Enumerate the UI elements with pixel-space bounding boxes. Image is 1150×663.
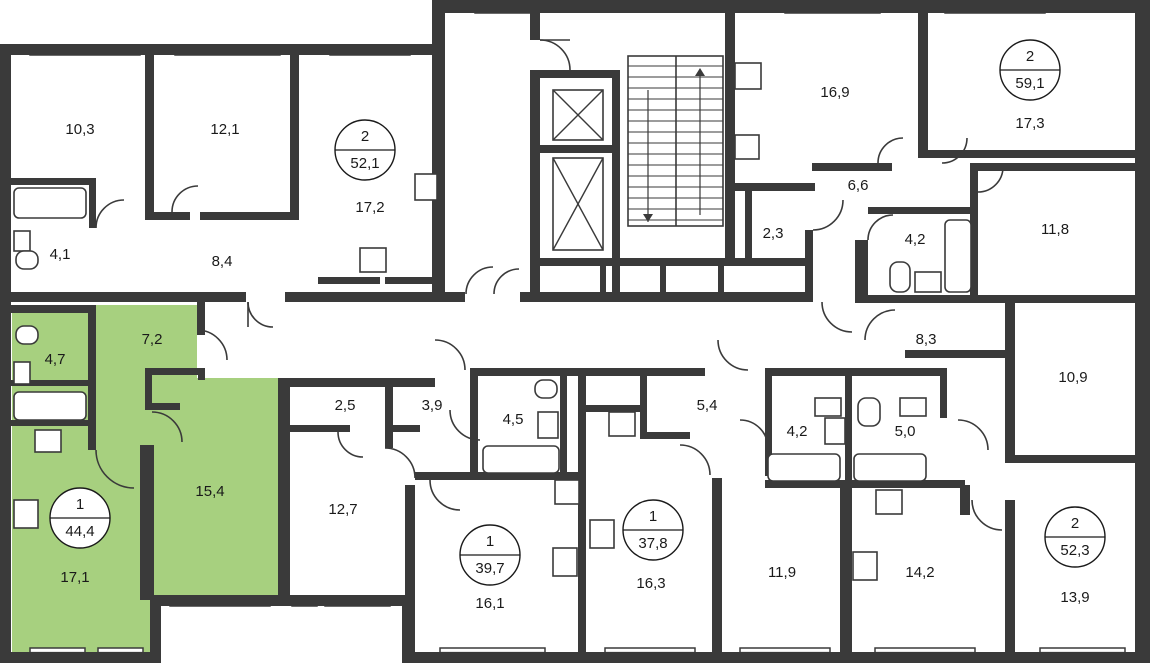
apartment-rooms: 1 [76,496,84,513]
apartment-rooms: 2 [361,128,369,145]
apartment-badge-f[interactable]: 2 52,3 [1044,506,1106,568]
room-area-label: 2,5 [335,397,356,414]
room-area-label: 16,9 [820,84,849,101]
apartment-badge-d[interactable]: 1 39,7 [459,524,521,586]
room-area-label: 2,3 [763,225,784,242]
apartment-badge-a[interactable]: 2 52,1 [334,119,396,181]
apartment-area: 52,3 [1060,542,1089,559]
room-area-label: 11,8 [1041,221,1069,238]
apartment-rooms: 1 [649,508,657,525]
room-area-label: 5,4 [697,397,718,414]
room-area-label: 4,1 [50,246,71,263]
room-area-label: 4,2 [905,231,926,248]
room-area-label: 17,3 [1015,115,1044,132]
room-area-label: 10,3 [65,121,94,138]
room-area-label: 3,9 [422,397,443,414]
room-area-label: 11,9 [768,564,796,581]
room-area-label: 12,7 [328,501,357,518]
room-area-label: 4,7 [45,351,66,368]
room-area-label: 4,2 [787,423,808,440]
room-area-label: 5,0 [895,423,916,440]
fixtures [13,62,972,581]
apartment-area: 37,8 [638,535,667,552]
apartment-area: 44,4 [65,523,94,540]
room-area-label: 16,1 [475,595,504,612]
room-area-label: 16,3 [636,575,665,592]
apartment-badge-e[interactable]: 1 37,8 [622,499,684,561]
room-area-label: 17,2 [355,199,384,216]
room-area-label: 14,2 [905,564,934,581]
doors [95,39,1004,531]
lift-core [552,55,724,251]
room-area-label: 8,3 [916,331,937,348]
apartment-rooms: 1 [486,533,494,550]
room-area-label: 8,4 [212,253,233,270]
room-area-label: 17,1 [60,569,89,586]
room-area-label: 12,1 [210,121,239,138]
apartment-rooms: 2 [1071,515,1079,532]
apartment-badge-c[interactable]: 1 44,4 [49,487,111,549]
apartment-area: 52,1 [350,155,379,172]
apartment-badge-b[interactable]: 2 59,1 [999,39,1061,101]
apartment-rooms: 2 [1026,48,1034,65]
apartment-area: 59,1 [1015,75,1044,92]
room-area-label: 15,4 [195,483,224,500]
room-area-label: 7,2 [142,331,163,348]
room-area-label: 6,6 [848,177,869,194]
apartment-area: 39,7 [475,560,504,577]
room-area-label: 13,9 [1060,589,1089,606]
room-area-label: 10,9 [1058,369,1087,386]
room-labels: 10,3 12,1 17,2 4,1 8,4 16,9 17,3 6,6 2,3… [45,84,1090,612]
room-area-label: 4,5 [503,411,524,428]
